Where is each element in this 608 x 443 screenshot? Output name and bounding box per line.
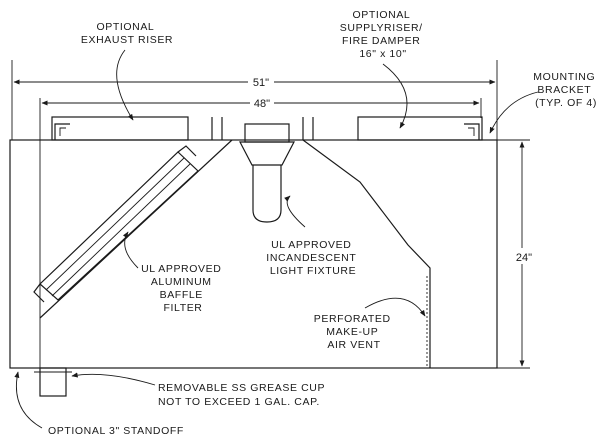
dimension-48-label: 48" [254,98,270,110]
supply-riser-label: OPTIONAL SUPPLYRISER/ FIRE DAMPER 16" x … [340,9,426,60]
standoff-label: OPTIONAL 3" STANDOFF [48,425,184,437]
makeup-vent-label: PERFORATED MAKE-UP AIR VENT [314,313,395,351]
exhaust-riser-label: OPTIONAL EXHAUST RISER [81,21,173,46]
dimension-24-label: 24" [516,252,532,264]
exhaust-riser [51,116,189,141]
supply-riser [357,116,483,141]
leader-lines [14,49,539,429]
grease-cup [34,367,72,397]
dimension-51-label: 51" [253,77,269,89]
baffle-filter-label: UL APPROVED ALUMINUM BAFFLE FILTER [141,263,225,314]
mounting-bracket-label: MOUNTING BRACKET (TYP. OF 4) [533,71,599,109]
plenum-lines [39,139,431,369]
dimension-51: 51" [11,60,498,140]
light-fixture [239,123,295,223]
dimension-24: 24" [497,139,538,369]
light-fixture-label: UL APPROVED INCANDESCENT LIGHT FIXTURE [266,239,359,277]
hood-body [9,139,498,369]
mounting-bracket [211,117,314,140]
grease-cup-label: REMOVABLE SS GREASE CUP NOT TO EXCEED 1 … [158,382,328,408]
dimension-48: 48" [39,94,482,140]
baffle-filter [33,145,199,303]
